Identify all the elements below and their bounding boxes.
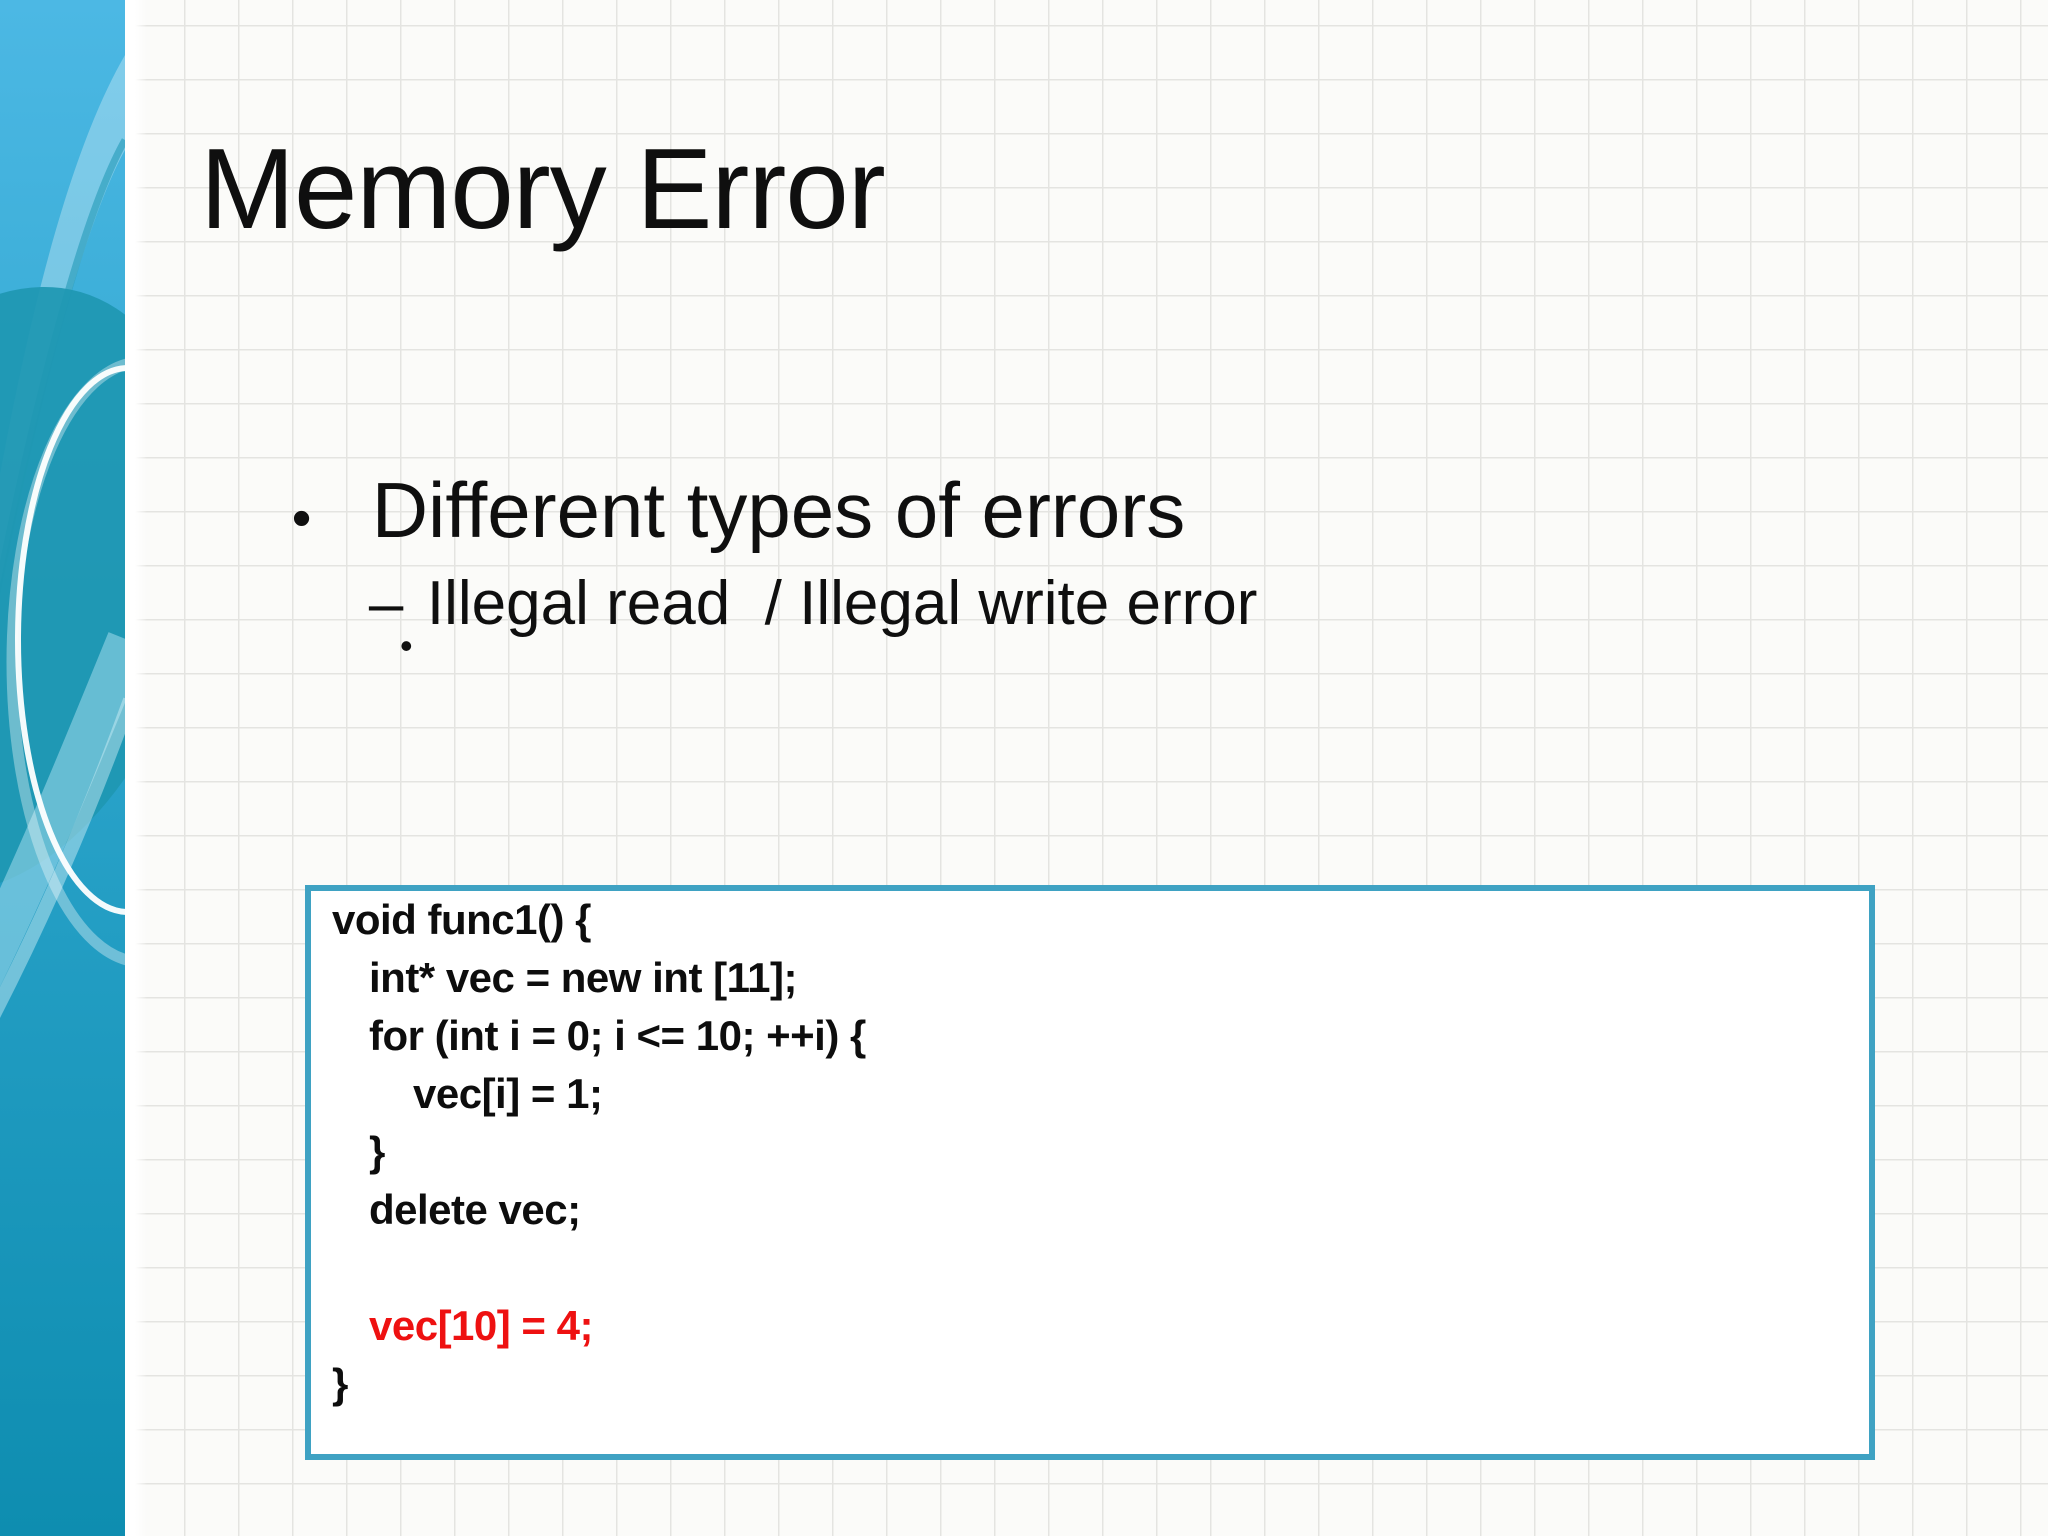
sidebar-edge-gutter bbox=[125, 0, 147, 1536]
page-title: Memory Error bbox=[200, 126, 886, 253]
bullet-level1-text: Different types of errors bbox=[371, 465, 1186, 554]
code-line: vec[i] = 1; bbox=[413, 1070, 603, 1117]
bullet-dot-icon: • bbox=[291, 485, 312, 549]
code-line: for (int i = 0; i <= 10; ++i) { bbox=[369, 1012, 866, 1059]
bullet-level2: –Illegal read / Illegal write error bbox=[300, 502, 1257, 707]
bullet-level2-text: Illegal read / Illegal write error bbox=[426, 569, 1258, 639]
code-line: int* vec = new int [11]; bbox=[369, 954, 797, 1001]
code-line: delete vec; bbox=[369, 1186, 581, 1233]
dash-bullet-icon: – bbox=[368, 569, 404, 639]
code-box: void func1() { int* vec = new int [11]; fo… bbox=[305, 885, 1875, 1460]
sidebar-swirl-art bbox=[0, 0, 278, 1536]
code-line-error: vec[10] = 4; bbox=[369, 1302, 593, 1349]
code-line: } bbox=[332, 1360, 348, 1407]
bullet-level1: • Different types of errors bbox=[205, 382, 1186, 639]
code-line: } bbox=[369, 1128, 385, 1175]
sidebar-decoration bbox=[0, 0, 278, 1536]
bullet-dot-icon: • bbox=[400, 625, 413, 666]
code-line: void func1() { bbox=[332, 896, 592, 943]
code-line bbox=[311, 1239, 1869, 1297]
